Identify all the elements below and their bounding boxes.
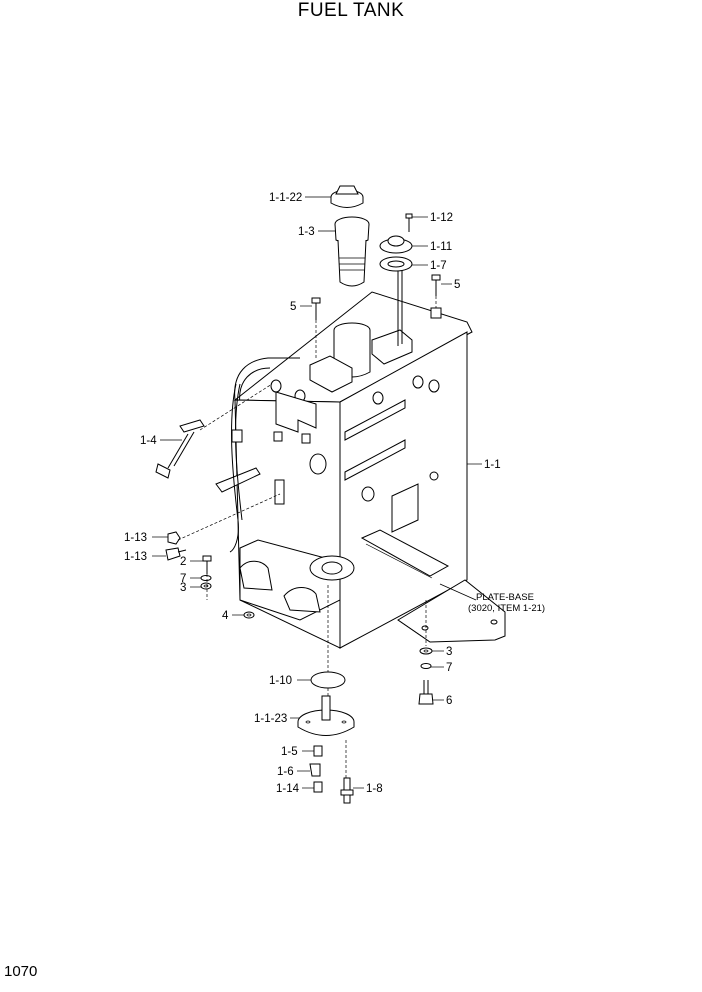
callout-1-7: 1-7 <box>430 260 447 272</box>
callout-3-left: 3 <box>180 582 186 594</box>
part-1-3-strainer <box>334 216 370 287</box>
callout-1-3: 1-3 <box>298 226 315 238</box>
part-4-washer <box>243 611 255 619</box>
part-7-washer-left <box>200 575 212 581</box>
part-6-bolt <box>418 680 434 705</box>
page-title: FUEL TANK <box>297 0 405 21</box>
callout-1-11: 1-11 <box>430 241 452 253</box>
callout-1-1: 1-1 <box>484 459 501 471</box>
plate-base-label: PLATE-BASE <box>476 592 534 603</box>
callout-1-14: 1-14 <box>276 783 300 795</box>
fuel-tank-body <box>215 262 506 649</box>
part-3-washer-left <box>200 582 212 590</box>
part-1-13-fitting-b <box>165 547 187 561</box>
plate-base-ref: (3020, ITEM 1-21) <box>468 603 545 614</box>
part-1-8-drain-valve <box>340 777 354 804</box>
callout-1-12: 1-12 <box>430 212 453 224</box>
part-1-12-screw <box>405 213 413 232</box>
page-number: 1070 <box>4 963 38 980</box>
callout-1-1-23: 1-1-23 <box>254 713 287 725</box>
callout-1-8: 1-8 <box>366 783 383 795</box>
callout-3-right: 3 <box>446 646 452 658</box>
part-1-5-fitting <box>313 745 323 757</box>
part-1-11-gauge <box>379 235 413 254</box>
leader-lines <box>152 196 482 789</box>
part-3-washer-right <box>419 647 433 655</box>
part-7-washer-right <box>420 663 432 669</box>
part-1-14-fitting <box>313 781 323 793</box>
callout-2: 2 <box>180 556 186 568</box>
part-1-4-hose <box>155 419 205 479</box>
part-5-bolt-right <box>430 274 442 319</box>
part-1-6-elbow <box>309 763 321 777</box>
callout-6: 6 <box>446 695 452 707</box>
callout-4: 4 <box>222 610 229 622</box>
part-1-10-o-ring <box>310 671 346 689</box>
callout-1-13-a: 1-13 <box>124 532 147 544</box>
callout-1-6: 1-6 <box>277 766 294 778</box>
callout-1-13-b: 1-13 <box>124 551 147 563</box>
callout-7-right: 7 <box>446 662 452 674</box>
callout-5-right: 5 <box>454 279 460 291</box>
part-5-bolt-left <box>311 297 321 320</box>
callout-7-left: 7 <box>180 573 186 585</box>
callout-1-5: 1-5 <box>281 746 298 758</box>
part-1-1-22-cap <box>330 185 364 208</box>
callout-1-10: 1-10 <box>269 675 292 687</box>
part-1-7-gasket <box>379 256 413 272</box>
part-1-1-23-flange <box>297 695 355 736</box>
part-1-13-fitting-a <box>167 531 181 545</box>
part-2-bolt <box>202 555 212 574</box>
callout-5-left: 5 <box>290 301 296 313</box>
callout-1-4: 1-4 <box>140 435 157 447</box>
callout-1-1-22: 1-1-22 <box>269 192 302 204</box>
callout-labels: 1-1-22 1-3 1-12 1-11 1-7 5 5 1-4 1-1 1-1… <box>124 192 545 795</box>
assembly-lines <box>177 296 437 778</box>
